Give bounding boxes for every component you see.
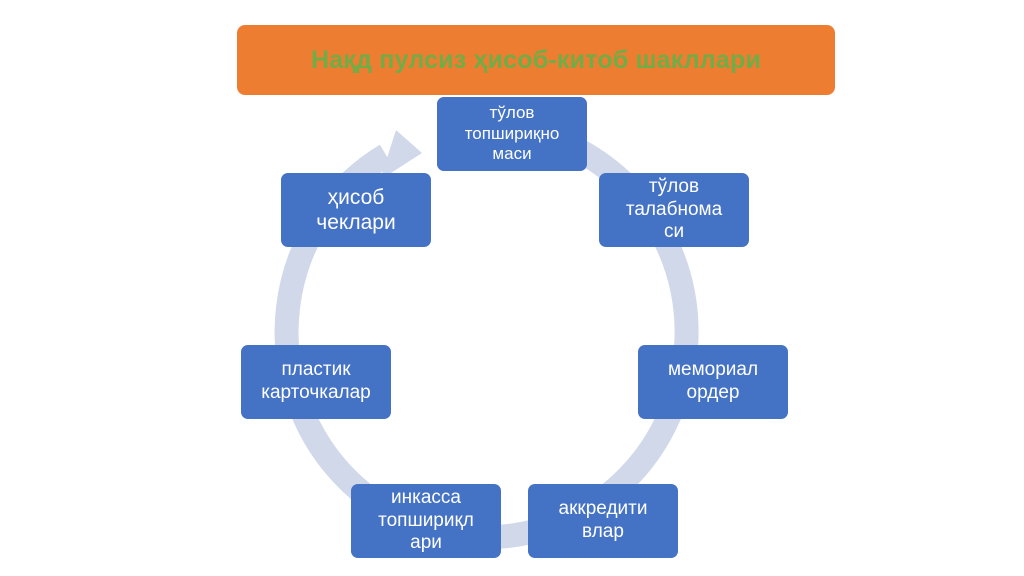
node-label: аккредити влар bbox=[558, 498, 648, 542]
node-label: ҳисоб чеклари bbox=[316, 185, 396, 234]
node-label: мемориал ордер bbox=[667, 359, 759, 403]
diagram-title-bar: Нақд пулсиз ҳисоб-китоб шакллари bbox=[237, 25, 835, 95]
diagram-title: Нақд пулсиз ҳисоб-китоб шакллари bbox=[310, 45, 762, 74]
node-label: пластик карточкалар bbox=[261, 359, 371, 403]
node-payment-request: тўлов талабнома си bbox=[599, 173, 749, 247]
node-label: тўлов топшириқно маси bbox=[464, 103, 560, 164]
cycle-arrowhead bbox=[380, 130, 422, 180]
node-payment-order: тўлов топшириқно маси bbox=[437, 97, 587, 171]
node-label: инкасса топшириқл ари bbox=[378, 486, 474, 554]
node-letters-of-credit: аккредити влар bbox=[528, 484, 678, 558]
node-memorial-order: мемориал ордер bbox=[638, 345, 788, 419]
node-label: тўлов талабнома си bbox=[625, 175, 723, 243]
node-plastic-cards: пластик карточкалар bbox=[241, 345, 391, 419]
node-collection-orders: инкасса топшириқл ари bbox=[351, 484, 501, 558]
node-settlement-checks: ҳисоб чеклари bbox=[281, 173, 431, 247]
